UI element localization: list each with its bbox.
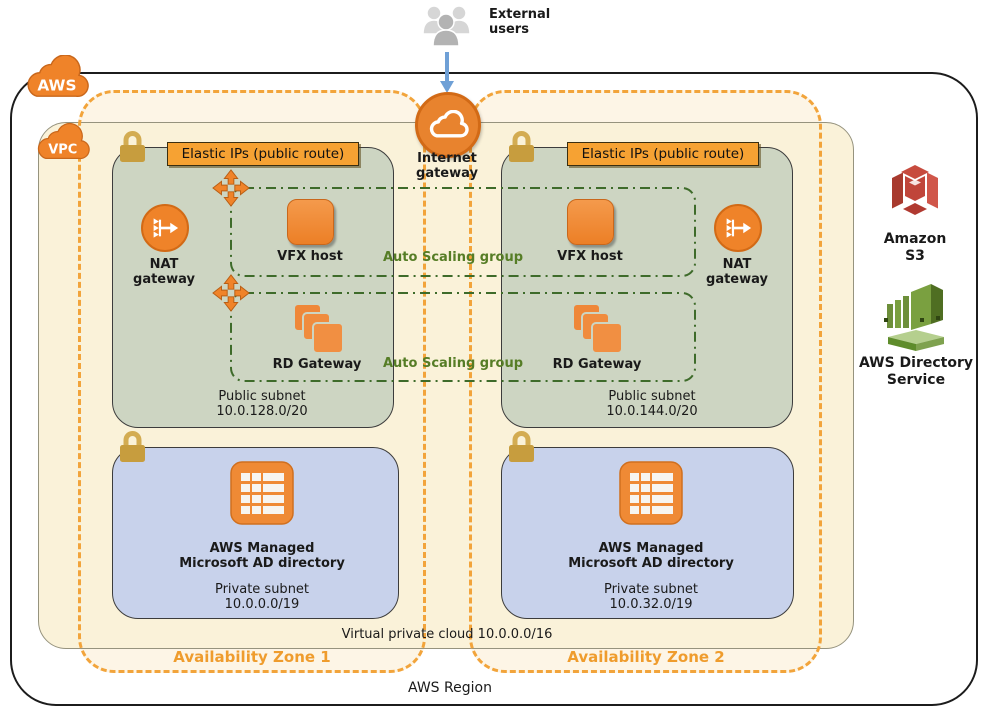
lock-icon <box>509 431 534 462</box>
amazon-s3-icon <box>892 165 938 215</box>
public-subnet-name-az1: Public subnet <box>218 389 306 404</box>
vpc-cidr-label: Virtual private cloud 10.0.0.0/16 <box>341 627 553 642</box>
nat-gateway-icon-az1 <box>141 204 189 252</box>
auto-scaling-group-1-label: Auto Scaling group <box>382 250 524 265</box>
auto-scaling-icon <box>212 169 250 207</box>
vfx-host-icon-az1 <box>287 199 334 245</box>
igw-cloud-glyph <box>429 110 469 138</box>
nat-gateway-label-az2: NAT gateway <box>706 257 768 287</box>
external-users-icon <box>422 5 471 47</box>
rd-gateway-label-az1: RD Gateway <box>272 357 362 372</box>
internet-gateway-label: Internet gateway <box>416 151 478 181</box>
public-subnet-cidr-az2: 10.0.144.0/20 <box>606 404 698 419</box>
availability-zone-2-label: Availability Zone 2 <box>567 648 725 666</box>
vfx-host-label-az1: VFX host <box>277 249 343 264</box>
auto-scaling-group-1-border <box>230 187 696 277</box>
rd-gateway-icon-az2 <box>572 303 623 354</box>
aws-directory-service-icon <box>884 284 944 351</box>
private-subnet-cidr-az1: 10.0.0.0/19 <box>224 597 300 612</box>
vpc-cloud-logo: VPC <box>37 123 90 160</box>
users-to-igw-arrow <box>440 52 454 93</box>
auto-scaling-group-2-border <box>230 292 696 382</box>
nat-gateway-label-az1: NAT gateway <box>133 257 195 287</box>
auto-scaling-group-2-label: Auto Scaling group <box>382 356 524 371</box>
ad-directory-icon-az1 <box>230 461 294 525</box>
vpc-logo-text: VPC <box>48 143 77 158</box>
elastic-ips-label-az2: Elastic IPs (public route) <box>567 142 759 166</box>
rd-gateway-icon-az1 <box>293 303 344 354</box>
public-subnet-cidr-az1: 10.0.128.0/20 <box>216 404 308 419</box>
aws-directory-service-label: AWS Directory Service <box>858 355 974 388</box>
aws-region-label: AWS Region <box>408 680 492 696</box>
ad-directory-icon-az2 <box>619 461 683 525</box>
rd-gateway-label-az2: RD Gateway <box>552 357 642 372</box>
private-subnet-cidr-az2: 10.0.32.0/19 <box>609 597 693 612</box>
lock-icon <box>120 131 145 162</box>
elastic-ips-label-az1: Elastic IPs (public route) <box>167 142 359 166</box>
private-subnet-name-az2: Private subnet <box>603 582 699 597</box>
nat-gateway-icon-az2 <box>714 204 762 252</box>
private-subnet-name-az1: Private subnet <box>214 582 310 597</box>
ad-directory-label-az2: AWS Managed Microsoft AD directory <box>568 541 734 571</box>
lock-icon <box>509 131 534 162</box>
aws-cloud-logo: AWS <box>27 55 89 97</box>
auto-scaling-icon <box>212 274 250 312</box>
aws-logo-text: AWS <box>37 76 76 94</box>
nat-gateway-glyph <box>726 218 752 238</box>
ad-directory-label-az1: AWS Managed Microsoft AD directory <box>179 541 345 571</box>
amazon-s3-label: Amazon S3 <box>883 231 947 264</box>
external-users-label: External users <box>489 7 551 37</box>
availability-zone-1-label: Availability Zone 1 <box>173 648 331 666</box>
vfx-host-icon-az2 <box>567 199 614 245</box>
lock-icon <box>120 431 145 462</box>
public-subnet-name-az2: Public subnet <box>608 389 696 404</box>
internet-gateway-icon <box>415 92 481 158</box>
nat-gateway-glyph <box>153 218 179 238</box>
vfx-host-label-az2: VFX host <box>557 249 623 264</box>
